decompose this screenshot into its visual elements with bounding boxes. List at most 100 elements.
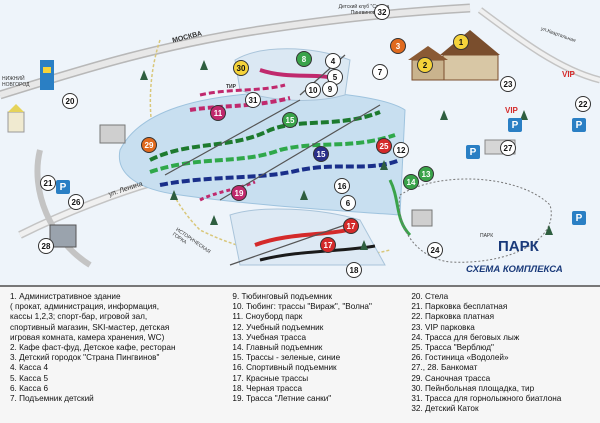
map-marker-m6: 6 — [340, 195, 356, 211]
legend: 1. Административное здание ( прокат, адм… — [0, 285, 600, 423]
building-west — [99, 124, 126, 144]
map-marker-m32: 32 — [374, 4, 390, 20]
map-marker-m16: 16 — [334, 178, 350, 194]
parking-badge-3: P — [572, 118, 586, 132]
legend-item: 3. Детский городок "Страна Пингвинов" — [10, 353, 160, 363]
legend-item: 2. Кафе фаст-фуд, Детское кафе, ресторан — [10, 343, 176, 353]
trees — [140, 60, 553, 250]
resort-map: МОСКВА НИЖНИЙ НОВГОРОД ул. Ленина ул.Ква… — [0, 0, 600, 285]
map-marker-m31: 31 — [245, 92, 261, 108]
summer-sled-track — [199, 180, 256, 202]
legend-item: 11. Сноуборд парк — [232, 312, 303, 322]
tir-label: ТИР — [226, 84, 236, 90]
map-marker-m17b: 17 — [320, 237, 336, 253]
legend-item: 26. Гостиница «Водолей» — [411, 353, 509, 363]
legend-item: 24. Трасса для беговых лыж — [411, 332, 520, 342]
admin-roof — [440, 30, 500, 55]
blue-run — [159, 158, 401, 187]
legend-item: кассы 1,2,3; спорт-бар, игровой зал, — [10, 312, 148, 322]
legend-item: 20. Стела — [411, 292, 449, 301]
vip-label-2: VIP — [505, 106, 518, 115]
park-label: ПАРК — [498, 238, 539, 255]
parking-badge-1: P — [466, 145, 480, 159]
green-run-1 — [149, 110, 381, 162]
walking-path — [149, 39, 391, 259]
admin-building — [442, 54, 499, 81]
legend-item: 10. Тюбинг: трассы "Вираж", "Волна" — [232, 302, 372, 312]
legend-item: 9. Тюбинговый подъемник — [232, 292, 332, 301]
legend-item: спортивный магазин, SKI-мастер, детская — [10, 322, 170, 332]
map-marker-m20: 20 — [62, 93, 78, 109]
map-marker-m26: 26 — [68, 194, 84, 210]
map-marker-m25: 25 — [376, 138, 392, 154]
sport-lift — [164, 99, 301, 176]
parking-badge-4: P — [572, 211, 586, 225]
parking-free-badge: P — [56, 180, 70, 194]
legend-column-2: 9. Тюбинговый подъемник 10. Тюбинг: трас… — [232, 292, 401, 418]
legend-item: ( прокат, администрация, информация, — [10, 302, 159, 312]
road-sign — [40, 60, 54, 90]
scheme-title: СХЕМА КОМПЛЕКСА — [466, 264, 563, 275]
legend-item: 22. Парковка платная — [411, 312, 495, 322]
map-marker-m1: 1 — [453, 34, 469, 50]
map-marker-m30: 30 — [233, 60, 249, 76]
park-small-label: ПАРК — [480, 233, 494, 239]
nizhny-label: НИЖНИЙ НОВГОРОД — [2, 76, 30, 88]
map-marker-m24: 24 — [427, 242, 443, 258]
legend-item: 27., 28. Банкомат — [411, 363, 478, 373]
church — [7, 111, 25, 133]
legend-column-3: 20. Стела 21. Парковка бесплатная 22. Па… — [411, 292, 590, 418]
legend-item: 31. Трасса для горнолыжного биатлона — [411, 394, 562, 404]
learning-track — [388, 179, 412, 237]
map-marker-m13: 13 — [418, 166, 434, 182]
map-marker-m19: 19 — [231, 185, 247, 201]
parking-badge-2: P — [508, 118, 522, 132]
legend-item: 25. Трасса "Верблюд" — [411, 343, 494, 353]
hotel-vodoley — [49, 224, 77, 248]
historic-lift — [229, 224, 346, 266]
vip-label-1: VIP — [562, 70, 575, 79]
map-marker-m9: 9 — [322, 81, 338, 97]
map-marker-m14: 14 — [403, 174, 419, 190]
map-marker-m11: 11 — [210, 105, 226, 121]
map-marker-m28: 28 — [38, 238, 54, 254]
legend-item: 16. Спортивный подъемник — [232, 363, 337, 373]
legend-item: 1. Административное здание — [10, 292, 121, 301]
map-marker-m21: 21 — [40, 175, 56, 191]
snowboard-park-track — [189, 96, 291, 112]
map-marker-m15a: 15 — [282, 112, 298, 128]
legend-item: 21. Парковка бесплатная — [411, 302, 508, 312]
main-lift — [219, 104, 381, 201]
map-marker-m2: 2 — [417, 57, 433, 73]
legend-item: 19. Трасса "Летние санки" — [232, 394, 332, 404]
legend-item: игровая комната, камера хранения, WC) — [10, 332, 165, 342]
map-marker-m8: 8 — [296, 51, 312, 67]
legend-column-1: 1. Административное здание ( прокат, адм… — [10, 292, 222, 418]
legend-item: 15. Трассы - зеленые, синие — [232, 353, 341, 363]
map-marker-m18: 18 — [346, 262, 362, 278]
legend-item: 29. Саночная трасса — [411, 373, 491, 383]
kids-club-label: Детский клуб "Страна Пингвинов" — [338, 4, 390, 16]
legend-item: 5. Касса 5 — [10, 373, 48, 383]
map-marker-m7: 7 — [372, 64, 388, 80]
legend-item: 18. Черная трасса — [232, 383, 303, 393]
map-marker-m15b: 15 — [313, 146, 329, 162]
legend-item: 12. Учебный подъемник — [232, 322, 324, 332]
legend-item: 17. Красные трассы — [232, 373, 309, 383]
cross-country-loop — [398, 178, 552, 263]
green-run-2 — [149, 133, 396, 174]
legend-item: 30. Пейнбольная площадка, тир — [411, 383, 535, 393]
map-marker-m27: 27 — [500, 140, 516, 156]
legend-item: 14. Главный подъемник — [232, 343, 323, 353]
map-marker-m3: 3 — [390, 38, 406, 54]
legend-item: 6. Касса 6 — [10, 383, 48, 393]
map-marker-m17a: 17 — [343, 218, 359, 234]
map-marker-m23: 23 — [500, 76, 516, 92]
legend-item: 4. Касса 4 — [10, 363, 48, 373]
legend-item: 7. Подъемник детский — [10, 394, 94, 404]
map-marker-m4: 4 — [325, 53, 341, 69]
legend-item: 13. Учебная трасса — [232, 332, 307, 342]
map-marker-m29: 29 — [141, 137, 157, 153]
map-marker-m12: 12 — [393, 142, 409, 158]
building-park — [411, 209, 433, 227]
